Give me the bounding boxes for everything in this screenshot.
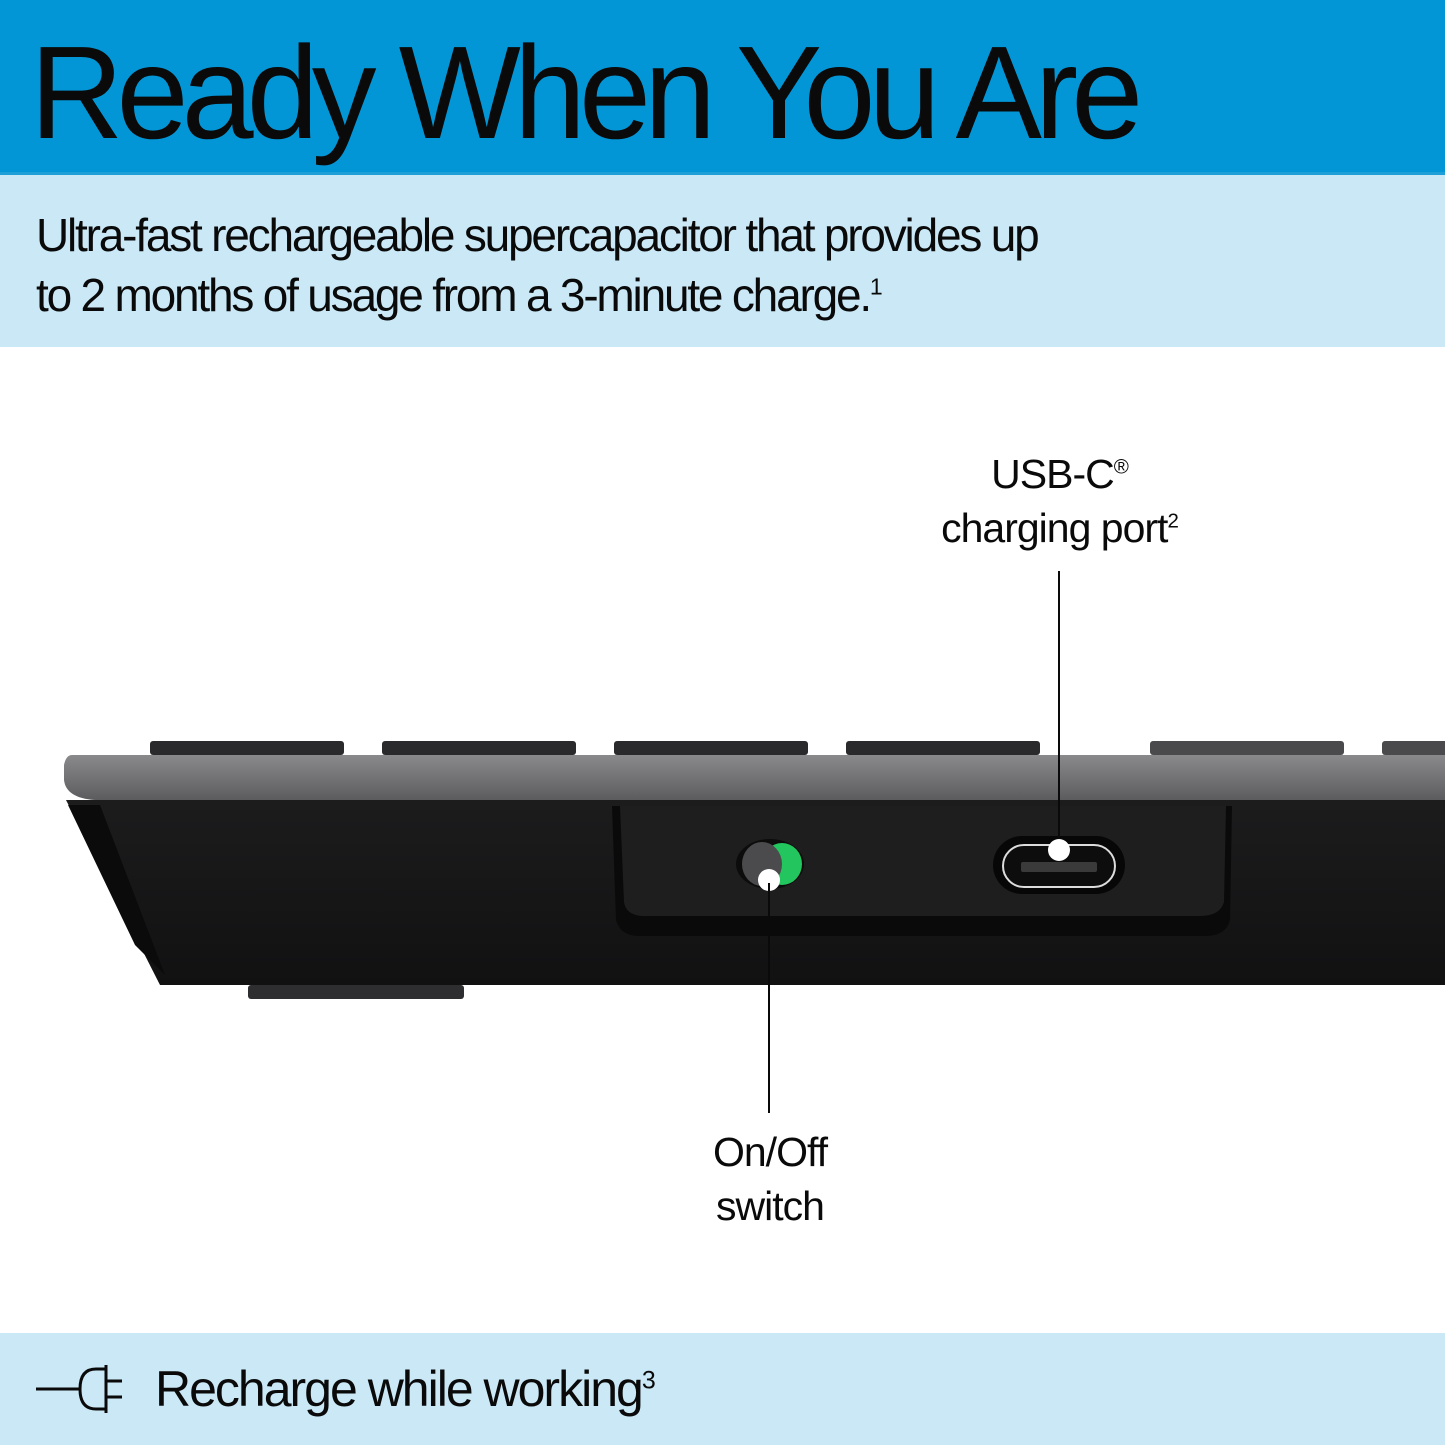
footnote-marker: 1 [869, 273, 883, 300]
switch-callout-line [768, 883, 770, 1113]
description-line-1: Ultra-fast rechargeable supercapacitor t… [36, 209, 1040, 261]
keyboard-side-image [64, 741, 1445, 999]
usb-callout-line [1058, 571, 1060, 847]
recharge-feature-text: Recharge while working3 [155, 1361, 656, 1417]
plug-icon [36, 1365, 122, 1413]
page-title: Ready When You Are [30, 19, 1143, 166]
usb-c-port-label: USB-C® charging port2 [941, 451, 1179, 551]
subheader-banner: Ultra-fast rechargeable supercapacitor t… [0, 172, 1445, 347]
product-illustration: USB-C® charging port2 On/Off switch [0, 347, 1445, 1333]
switch-callout-dot [758, 869, 780, 891]
header-banner: Ready When You Are [0, 0, 1445, 172]
usb-callout-dot [1048, 839, 1070, 861]
description-line-2: to 2 months of usage from a 3-minute cha… [36, 269, 872, 321]
feature-description: Ultra-fast rechargeable supercapacitor t… [36, 205, 1040, 325]
on-off-switch-label: On/Off switch [712, 1129, 828, 1229]
footer-banner: Recharge while working3 [0, 1333, 1445, 1445]
